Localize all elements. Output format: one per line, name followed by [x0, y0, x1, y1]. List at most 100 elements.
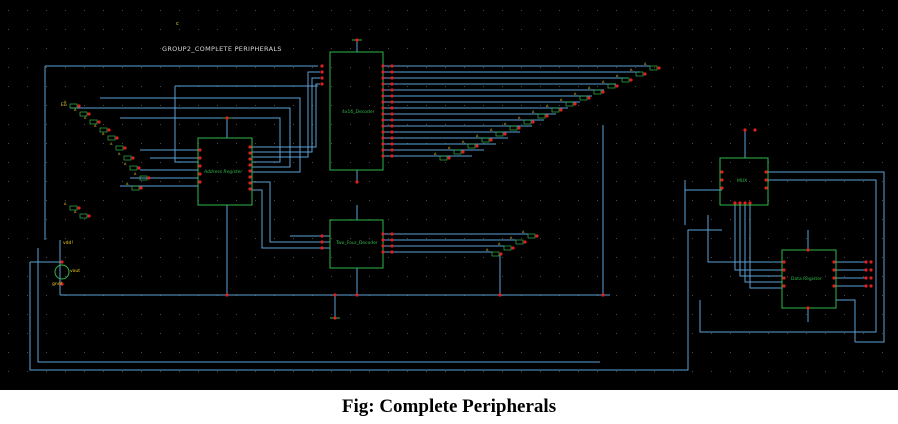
pin-marker: [87, 214, 91, 218]
grid-dot: [768, 352, 769, 353]
pin-marker: [390, 142, 394, 146]
address-register-block[interactable]: [197, 137, 253, 206]
grid-dot: [863, 200, 864, 201]
pin-label: A: [490, 128, 493, 132]
grid-dot: [654, 181, 655, 182]
grid-dot: [141, 314, 142, 315]
mux-block[interactable]: [719, 157, 769, 206]
grid-dot: [863, 162, 864, 163]
grid-dot: [27, 276, 28, 277]
grid-dot: [787, 333, 788, 334]
pin-marker: [147, 176, 151, 180]
pin-label: A: [616, 74, 619, 78]
grid-dot: [236, 181, 237, 182]
pin-marker: [743, 128, 747, 132]
grid-dot: [274, 219, 275, 220]
grid-dot: [825, 162, 826, 163]
grid-dot: [844, 48, 845, 49]
grid-dot: [787, 200, 788, 201]
grid-dot: [540, 314, 541, 315]
grid-dot: [578, 143, 579, 144]
pin-marker: [832, 268, 836, 272]
grid-dot: [369, 67, 370, 68]
grid-dot: [502, 200, 503, 201]
grid-dot: [749, 10, 750, 11]
grid-dot: [369, 143, 370, 144]
decoder-4x16-block[interactable]: [329, 51, 384, 171]
pin-marker: [87, 112, 91, 116]
grid-dot: [217, 48, 218, 49]
grid-dot: [141, 86, 142, 87]
grid-dot: [882, 295, 883, 296]
grid-dot: [103, 333, 104, 334]
grid-dot: [217, 371, 218, 372]
grid-dot: [711, 371, 712, 372]
grid-dot: [863, 352, 864, 353]
grid-dot: [749, 314, 750, 315]
grid-dot: [521, 238, 522, 239]
buffer-cell: [649, 65, 658, 71]
grid-dot: [217, 314, 218, 315]
grid-dot: [654, 29, 655, 30]
pin-marker: [390, 76, 394, 80]
grid-dot: [46, 29, 47, 30]
grid-dot: [8, 200, 9, 201]
pin-marker: [381, 130, 385, 134]
grid-dot: [578, 48, 579, 49]
pin-marker: [248, 169, 252, 173]
grid-dot: [27, 238, 28, 239]
grid-dot: [445, 86, 446, 87]
grid-dot: [597, 257, 598, 258]
grid-dot: [122, 143, 123, 144]
grid-dot: [445, 29, 446, 30]
grid-dot: [464, 67, 465, 68]
decoder-2x4-block[interactable]: [329, 219, 384, 269]
grid-dot: [540, 333, 541, 334]
grid-dot: [103, 219, 104, 220]
grid-dot: [179, 29, 180, 30]
grid-dot: [407, 257, 408, 258]
pin-marker: [248, 145, 252, 149]
grid-dot: [521, 105, 522, 106]
grid-dot: [597, 29, 598, 30]
grid-dot: [103, 371, 104, 372]
voltage-source-symbol[interactable]: [54, 264, 70, 280]
grid-dot: [502, 29, 503, 30]
grid-dot: [540, 238, 541, 239]
grid-dot: [198, 29, 199, 30]
grid-dot: [122, 352, 123, 353]
pin-marker: [381, 124, 385, 128]
grid-dot: [483, 352, 484, 353]
pin-marker: [832, 276, 836, 280]
grid-dot: [407, 67, 408, 68]
pin-marker: [643, 72, 647, 76]
grid-dot: [692, 124, 693, 125]
grid-dot: [692, 295, 693, 296]
grid-dot: [540, 67, 541, 68]
grid-dot: [559, 333, 560, 334]
pin-marker: [545, 114, 549, 118]
pin-marker: [97, 120, 101, 124]
grid-dot: [616, 238, 617, 239]
grid-dot: [882, 48, 883, 49]
address-register-label: Address Register: [203, 169, 243, 175]
grid-dot: [426, 200, 427, 201]
grid-dot: [407, 105, 408, 106]
grid-dot: [806, 181, 807, 182]
grid-dot: [350, 29, 351, 30]
grid-dot: [464, 162, 465, 163]
pin-marker: [511, 246, 515, 250]
grid-dot: [369, 238, 370, 239]
grid-dot: [274, 238, 275, 239]
grid-dot: [198, 276, 199, 277]
grid-dot: [787, 219, 788, 220]
grid-dot: [160, 143, 161, 144]
grid-dot: [312, 10, 313, 11]
grid-dot: [255, 143, 256, 144]
grid-dot: [502, 371, 503, 372]
grid-dot: [483, 105, 484, 106]
buffer-cell: [621, 77, 630, 83]
grid-dot: [882, 276, 883, 277]
grid-dot: [407, 333, 408, 334]
grid-dot: [882, 67, 883, 68]
